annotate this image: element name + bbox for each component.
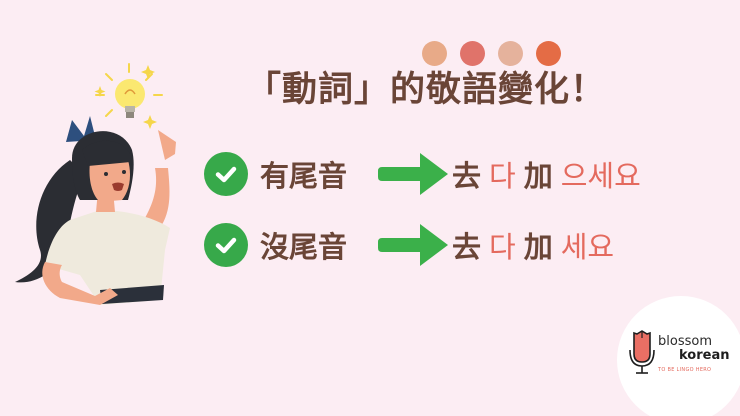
conjugation-rule: 去 다 加 세요 xyxy=(452,224,614,266)
conjugation-rule: 去 다 加 으세요 xyxy=(452,153,641,195)
lightbulb-icon xyxy=(95,63,163,117)
rule-row-without-final-consonant: 沒尾音 去 다 加 세요 xyxy=(204,222,614,268)
rule-suffix: 으세요 xyxy=(560,159,641,193)
logo-text-blossom: blossom xyxy=(658,334,712,349)
girl-with-lightbulb-illustration xyxy=(15,63,176,305)
decor-dot-2 xyxy=(460,41,485,66)
rule-suffix: 세요 xyxy=(560,230,615,264)
check-circle-icon xyxy=(204,152,248,196)
check-circle-icon xyxy=(204,223,248,267)
rule-removed-ending: 다 xyxy=(489,159,516,193)
decorative-dots xyxy=(422,41,561,66)
logo-text-korean: korean xyxy=(679,348,730,363)
rule-middle: 加 xyxy=(523,230,553,264)
rule-prefix: 去 xyxy=(452,159,482,193)
rule-removed-ending: 다 xyxy=(489,230,516,264)
microphone-tulip-icon xyxy=(629,330,655,374)
rule-middle: 加 xyxy=(523,159,553,193)
rule-prefix: 去 xyxy=(452,230,482,264)
decor-dot-3 xyxy=(498,41,523,66)
logo-tagline: TO BE LINGO HERO xyxy=(658,367,712,373)
arrow-right-icon xyxy=(378,153,448,195)
condition-label: 沒尾音 xyxy=(260,230,348,264)
condition-label: 有尾音 xyxy=(260,159,348,193)
arrow-right-icon xyxy=(378,224,448,266)
slide-title: 「動詞」的敬語變化！ xyxy=(246,70,607,110)
decor-dot-1 xyxy=(422,41,447,66)
decor-dot-4 xyxy=(536,41,561,66)
rule-row-with-final-consonant: 有尾音 去 다 加 으세요 xyxy=(204,151,641,197)
